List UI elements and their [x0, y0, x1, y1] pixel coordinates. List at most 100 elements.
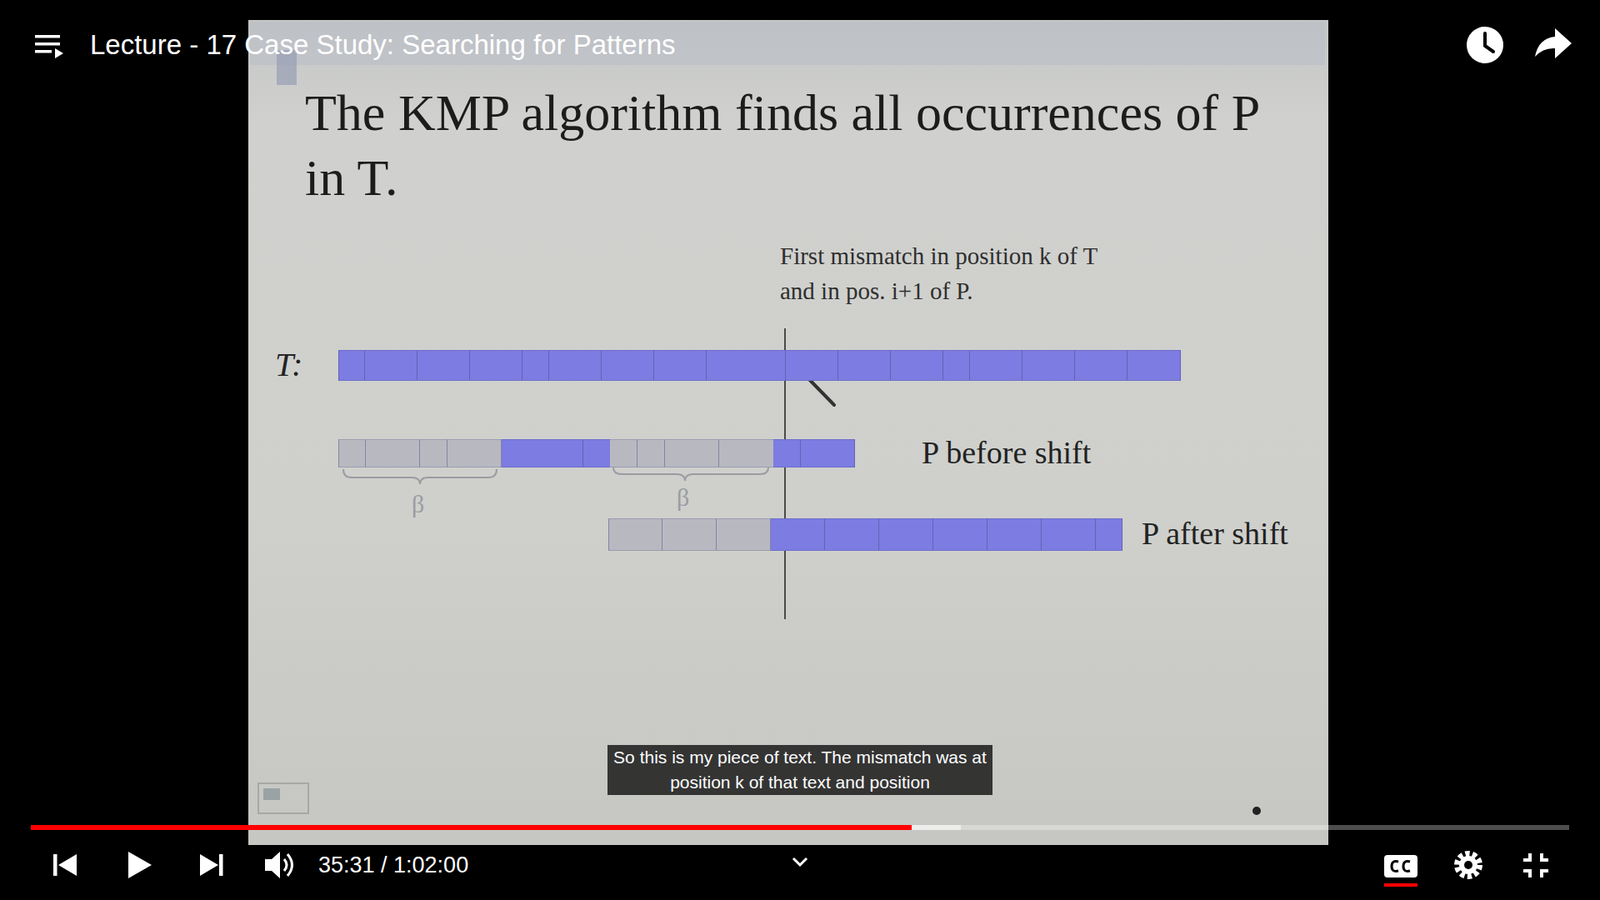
- bar-cell: [420, 439, 448, 468]
- bar-cell: [960, 518, 988, 551]
- bar-cell: [338, 350, 365, 381]
- buffer-bar: [30, 825, 961, 830]
- bar-cell: [851, 518, 880, 551]
- bar-cell: [390, 350, 418, 381]
- bar-cell: [501, 439, 530, 468]
- slide-icon: [263, 788, 280, 800]
- bar-cell: [689, 518, 717, 551]
- slide-title: The KMP algorithm finds all occurrences …: [305, 80, 1305, 210]
- bar-label: T:: [275, 345, 303, 385]
- bar-cell: [745, 439, 774, 468]
- annotation-note: First mismatch in position k of T and in…: [780, 238, 1114, 309]
- bar-cell: [365, 439, 394, 468]
- bar-cell: [680, 350, 707, 381]
- bar-cell: [1095, 518, 1124, 551]
- bar-cell: [1022, 350, 1050, 381]
- share-icon: [1535, 28, 1572, 59]
- bar-cell: [916, 350, 944, 381]
- bar-cell: [838, 350, 865, 381]
- bar-cell: [662, 518, 690, 551]
- bar-cell: [627, 350, 655, 381]
- lecture-slide: [248, 20, 1329, 845]
- previous-icon: [53, 854, 77, 876]
- bar-cell: [338, 439, 366, 468]
- pattern-bar: P after shift: [608, 518, 1123, 551]
- bar-cell: [770, 518, 799, 551]
- bar-cell: [905, 518, 934, 551]
- slide-dot: [1252, 806, 1261, 815]
- bar-cell: [443, 350, 470, 381]
- bar-cell: [864, 350, 891, 381]
- exit-fullscreen-icon: [1523, 853, 1549, 878]
- text-bar: T:: [338, 350, 1180, 381]
- bar-cell: [583, 439, 611, 468]
- bar-cell: [549, 350, 576, 381]
- bar-cell: [719, 439, 747, 468]
- next-icon: [200, 854, 224, 876]
- bar-cell: [1041, 518, 1070, 551]
- bar-cell: [447, 439, 475, 468]
- bar-cell: [610, 439, 638, 468]
- bar-cell: [785, 350, 813, 381]
- bar-cell: [732, 350, 760, 381]
- video-title: Lecture - 17 Case Study: Searching for P…: [90, 26, 676, 64]
- bar-cell: [1100, 350, 1128, 381]
- bar-cell: [743, 518, 771, 551]
- watch-later-icon: [1466, 26, 1504, 64]
- bar-cell: [637, 439, 665, 468]
- bar-cell: [716, 518, 745, 551]
- time-display: 35:31 / 1:02:00: [318, 850, 469, 880]
- bar-label: P before shift: [921, 432, 1091, 473]
- bar-cell: [825, 518, 853, 551]
- bar-cell: [933, 518, 961, 551]
- chevron-icon: [793, 858, 807, 865]
- bar-cell: [417, 350, 445, 381]
- bar-cell: [522, 350, 550, 381]
- bar-cell: [1127, 350, 1155, 381]
- bar-cell: [474, 439, 502, 468]
- bar-cell: [654, 350, 681, 381]
- bar-cell: [706, 350, 734, 381]
- progress-track: [30, 825, 1570, 830]
- bar-label: P after shift: [1141, 513, 1289, 554]
- progress-bar: [30, 825, 912, 830]
- settings-icon: [1457, 854, 1480, 876]
- bar-cell: [635, 518, 663, 551]
- bar-cell: [495, 350, 523, 381]
- bar-cell: [1153, 350, 1180, 381]
- bar-cell: [601, 350, 629, 381]
- bar-cell: [827, 439, 855, 468]
- brace-label: β: [676, 483, 690, 512]
- bar-cell: [890, 350, 918, 381]
- bar-cell: [575, 350, 602, 381]
- bar-cell: [365, 350, 392, 381]
- bar-cell: [528, 439, 556, 468]
- bar-cell: [470, 350, 497, 381]
- bar-cell: [759, 350, 786, 381]
- bar-cell: [555, 439, 584, 468]
- playlist-icon: [35, 35, 64, 59]
- brace: [343, 469, 497, 485]
- bar-cell: [800, 439, 829, 468]
- bar-cell: [1068, 518, 1096, 551]
- bar-cell: [691, 439, 720, 468]
- bar-cell: [987, 518, 1015, 551]
- bar-cell: [970, 350, 997, 381]
- brace-label: β: [411, 490, 425, 519]
- bar-cell: [1048, 350, 1075, 381]
- bar-cell: [1075, 350, 1102, 381]
- volume-icon: [265, 851, 293, 879]
- bar-cell: [943, 350, 970, 381]
- slide-icon: [258, 783, 309, 814]
- bar-cell: [879, 518, 907, 551]
- subtitle: So this is my piece of text. The mismatc…: [607, 745, 993, 795]
- bar-cell: [1014, 518, 1042, 551]
- bar-cell: [773, 439, 801, 468]
- bar-cell: [797, 518, 825, 551]
- bar-cell: [392, 439, 420, 468]
- play-icon: [128, 851, 152, 879]
- pattern-bar: P before shift: [338, 439, 855, 468]
- brace: [613, 467, 769, 481]
- bar-cell: [608, 518, 636, 551]
